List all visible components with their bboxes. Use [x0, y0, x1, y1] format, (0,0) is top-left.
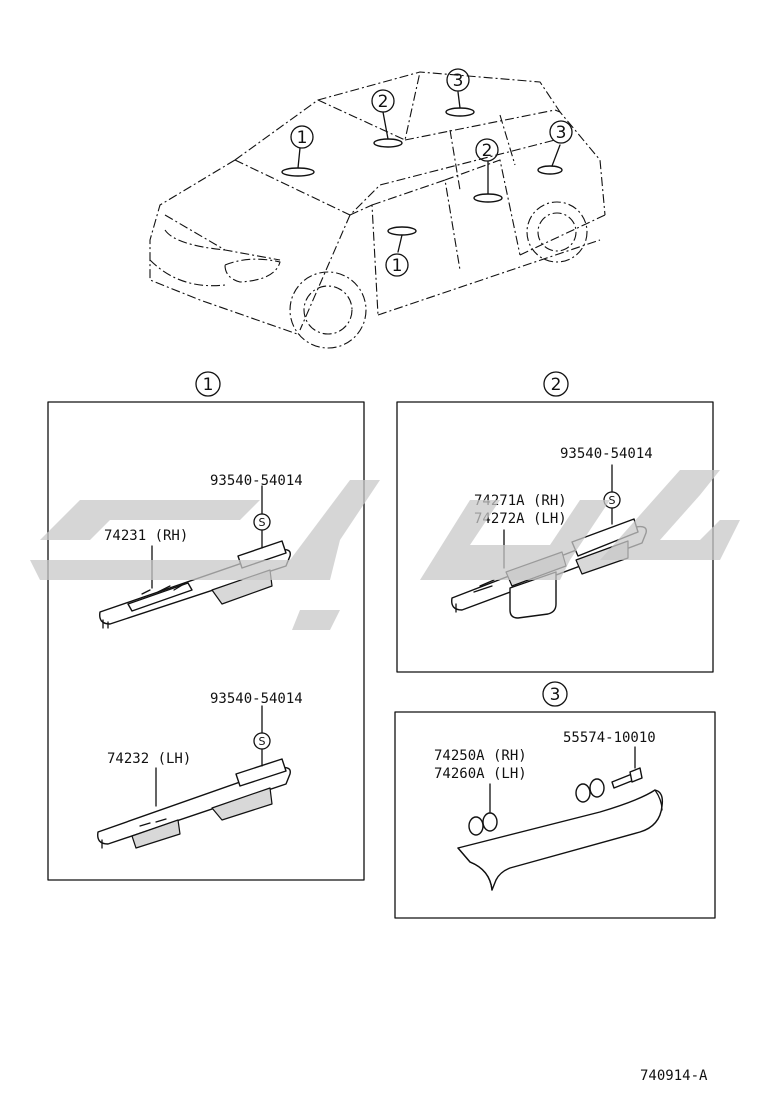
- part-number-74260a: 74260A (LH): [434, 766, 527, 782]
- car-callout-3-rear: 3: [549, 120, 573, 144]
- callout-label: 3: [556, 123, 567, 143]
- screw-55574: [611, 767, 643, 789]
- panel-number: 2: [551, 375, 562, 395]
- bolt-part-number: 93540-54014: [210, 473, 303, 489]
- callout-label: 2: [482, 141, 493, 161]
- screw-mark-s-upper: S: [253, 513, 271, 531]
- screw-part-number: 55574-10010: [563, 730, 656, 746]
- watermark-logo: [30, 470, 740, 630]
- car-callout-1-front: 1: [290, 125, 314, 149]
- callout-label: 3: [453, 71, 464, 91]
- car-callout-1-door: 1: [385, 253, 409, 277]
- bolt-part-number: 93540-54014: [560, 446, 653, 462]
- svg-text:S: S: [609, 494, 616, 507]
- callout-label: 2: [378, 92, 389, 112]
- master-switch-rh: [99, 540, 291, 629]
- armrest-panel: [457, 789, 664, 891]
- panel-number: 1: [203, 375, 214, 395]
- panel-number: 3: [550, 685, 561, 705]
- master-switch-lh: [97, 758, 291, 849]
- car-callout-3-roof: 3: [446, 68, 470, 92]
- svg-text:S: S: [259, 735, 266, 748]
- car-overview: [149, 71, 606, 349]
- drawing-id: 740914-A: [640, 1068, 708, 1084]
- panel-3-frame: [394, 711, 716, 919]
- part-number-74232: 74232 (LH): [107, 751, 191, 767]
- panel-1-callout: 1: [195, 371, 221, 397]
- callout-label: 1: [297, 128, 308, 148]
- panel-2-callout: 2: [543, 371, 569, 397]
- clip-springs-right: [575, 778, 605, 803]
- panel-1-frame: [47, 401, 365, 881]
- screw-mark-s-lower: S: [253, 732, 271, 750]
- car-callout-2-roof: 2: [371, 89, 395, 113]
- car-callout-2-rear-door: 2: [475, 138, 499, 162]
- panel-2-frame: [396, 401, 714, 673]
- part-number-74250a: 74250A (RH): [434, 748, 527, 764]
- part-number-74272a: 74272A (LH): [474, 511, 567, 527]
- part-number-74231: 74231 (RH): [104, 528, 188, 544]
- svg-text:S: S: [259, 516, 266, 529]
- part-number-74271a: 74271A (RH): [474, 493, 567, 509]
- panel-3-callout: 3: [542, 681, 568, 707]
- clip-springs-left: [468, 812, 498, 836]
- bolt-part-number: 93540-54014: [210, 691, 303, 707]
- callout-label: 1: [392, 256, 403, 276]
